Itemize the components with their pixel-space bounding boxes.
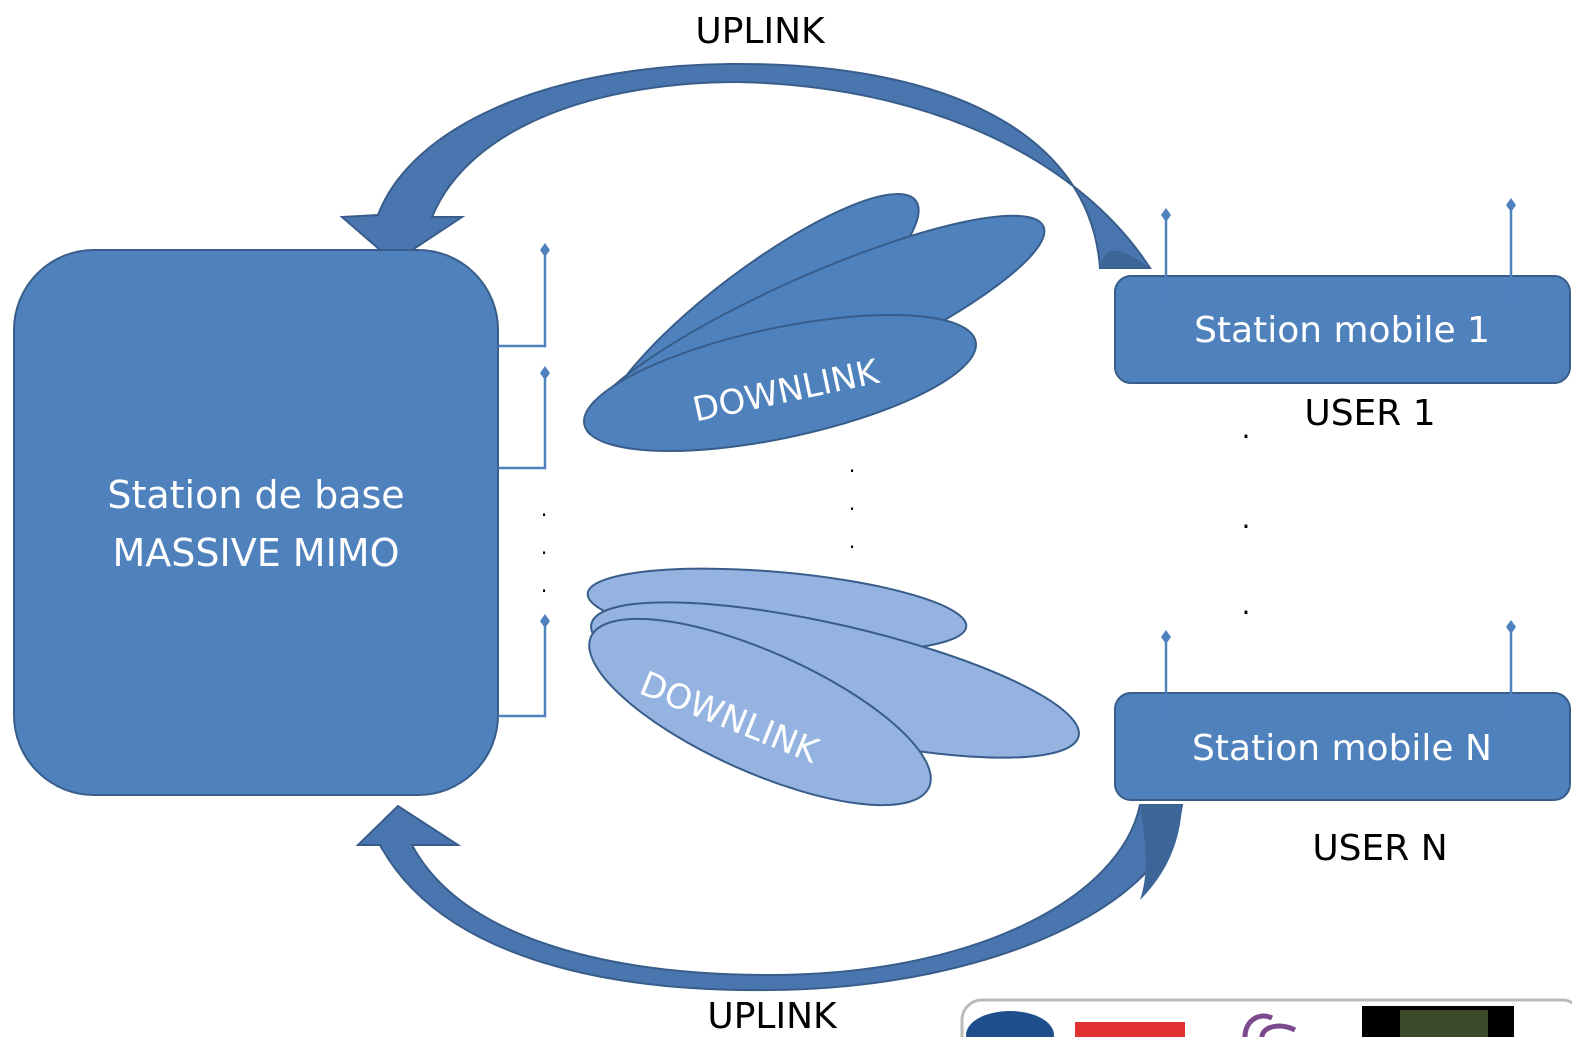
mobile-station-n: Station mobile N: [1114, 620, 1571, 801]
dot: .: [849, 491, 855, 515]
uplink-arrow-bottom: [355, 804, 1184, 992]
antenna-ellipsis: . . .: [541, 497, 547, 597]
base-station-box: [13, 249, 499, 796]
uplink-label-bottom: UPLINK: [707, 996, 838, 1037]
beam-lobe: [588, 617, 932, 807]
dot: .: [541, 573, 547, 597]
downlink-beams-bottom: DOWNLINK: [586, 567, 1080, 807]
dot: .: [849, 529, 855, 553]
mobile-station-n-box: [1114, 692, 1571, 801]
user-ellipsis: . . .: [1242, 412, 1251, 621]
logo-icon: [1242, 1013, 1297, 1037]
dot: .: [541, 535, 547, 559]
uplink-label-top: UPLINK: [695, 11, 826, 52]
logo-icon: [1400, 1010, 1488, 1037]
antenna-icon: [498, 366, 550, 470]
base-station-label-line1: Station de base: [107, 473, 404, 517]
antenna-icon: [1161, 208, 1171, 300]
mobile-station-1-box: [1114, 275, 1571, 384]
antenna-icon: [1161, 630, 1171, 718]
antenna-icon: [498, 243, 550, 348]
user-1-label: USER 1: [1304, 393, 1435, 434]
mobile-station-n-label: Station mobile N: [1192, 728, 1492, 769]
dot: .: [541, 497, 547, 521]
logo-icon: [966, 1011, 1054, 1037]
mobile-station-1: Station mobile 1: [1114, 198, 1571, 384]
logo-icon: [1075, 1022, 1185, 1037]
antenna-icon: [498, 614, 550, 718]
mobile-station-1-label: Station mobile 1: [1194, 310, 1490, 351]
antenna-icon: [1506, 198, 1516, 300]
base-station-label-line2: MASSIVE MIMO: [112, 531, 399, 575]
dot: .: [1242, 412, 1251, 445]
base-station-antennas: [498, 243, 550, 718]
dot: .: [849, 453, 855, 477]
beam-ellipsis: . . .: [849, 453, 855, 553]
user-n-label: USER N: [1312, 828, 1447, 869]
downlink-beams-top: DOWNLINK: [583, 193, 1046, 452]
logo-strip: [960, 998, 1572, 1037]
antenna-icon: [1506, 620, 1516, 718]
base-station: Station de base MASSIVE MIMO: [13, 249, 499, 796]
dot: .: [1242, 588, 1251, 621]
dot: .: [1242, 502, 1251, 535]
beam-lobe: [583, 314, 977, 452]
